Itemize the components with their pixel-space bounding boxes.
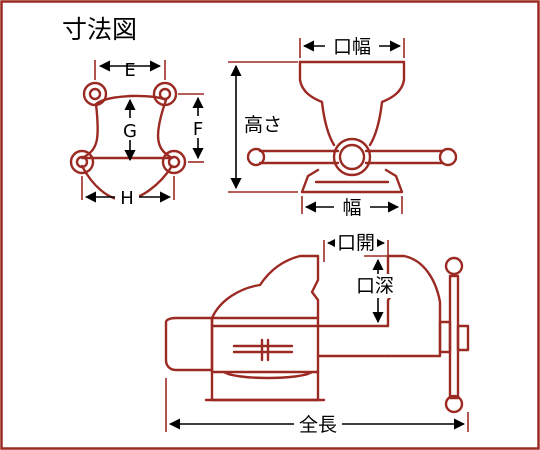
label-h: H: [120, 188, 134, 209]
handle-ball-top: [444, 256, 464, 276]
label-overall-length: 全長: [299, 414, 337, 436]
handle-ball-left: [246, 147, 266, 167]
label-g: G: [123, 121, 137, 142]
base-view: E G F H: [69, 60, 209, 209]
bolt-hole-bottom-left: [69, 149, 95, 175]
diagram-title: 寸法図: [62, 15, 138, 44]
front-view: 口幅 高さ 幅: [228, 35, 458, 219]
bolt-hole-top-right: [152, 81, 178, 107]
handle-ball-bottom: [444, 394, 464, 414]
label-f: F: [193, 119, 203, 140]
label-height: 高さ: [244, 114, 282, 136]
bolt-hole-top-left: [82, 81, 108, 107]
label-jaw-width: 口幅: [333, 36, 371, 58]
bolt-hole-bottom-right: [161, 149, 187, 175]
label-width: 幅: [342, 197, 361, 219]
spindle-nut: [332, 137, 372, 177]
side-view: 口開 口深 全長: [164, 231, 470, 436]
handle-ball-right: [438, 147, 458, 167]
label-throat-depth: 口深: [356, 275, 394, 297]
label-opening: 口開: [337, 232, 375, 254]
label-e: E: [124, 60, 135, 81]
